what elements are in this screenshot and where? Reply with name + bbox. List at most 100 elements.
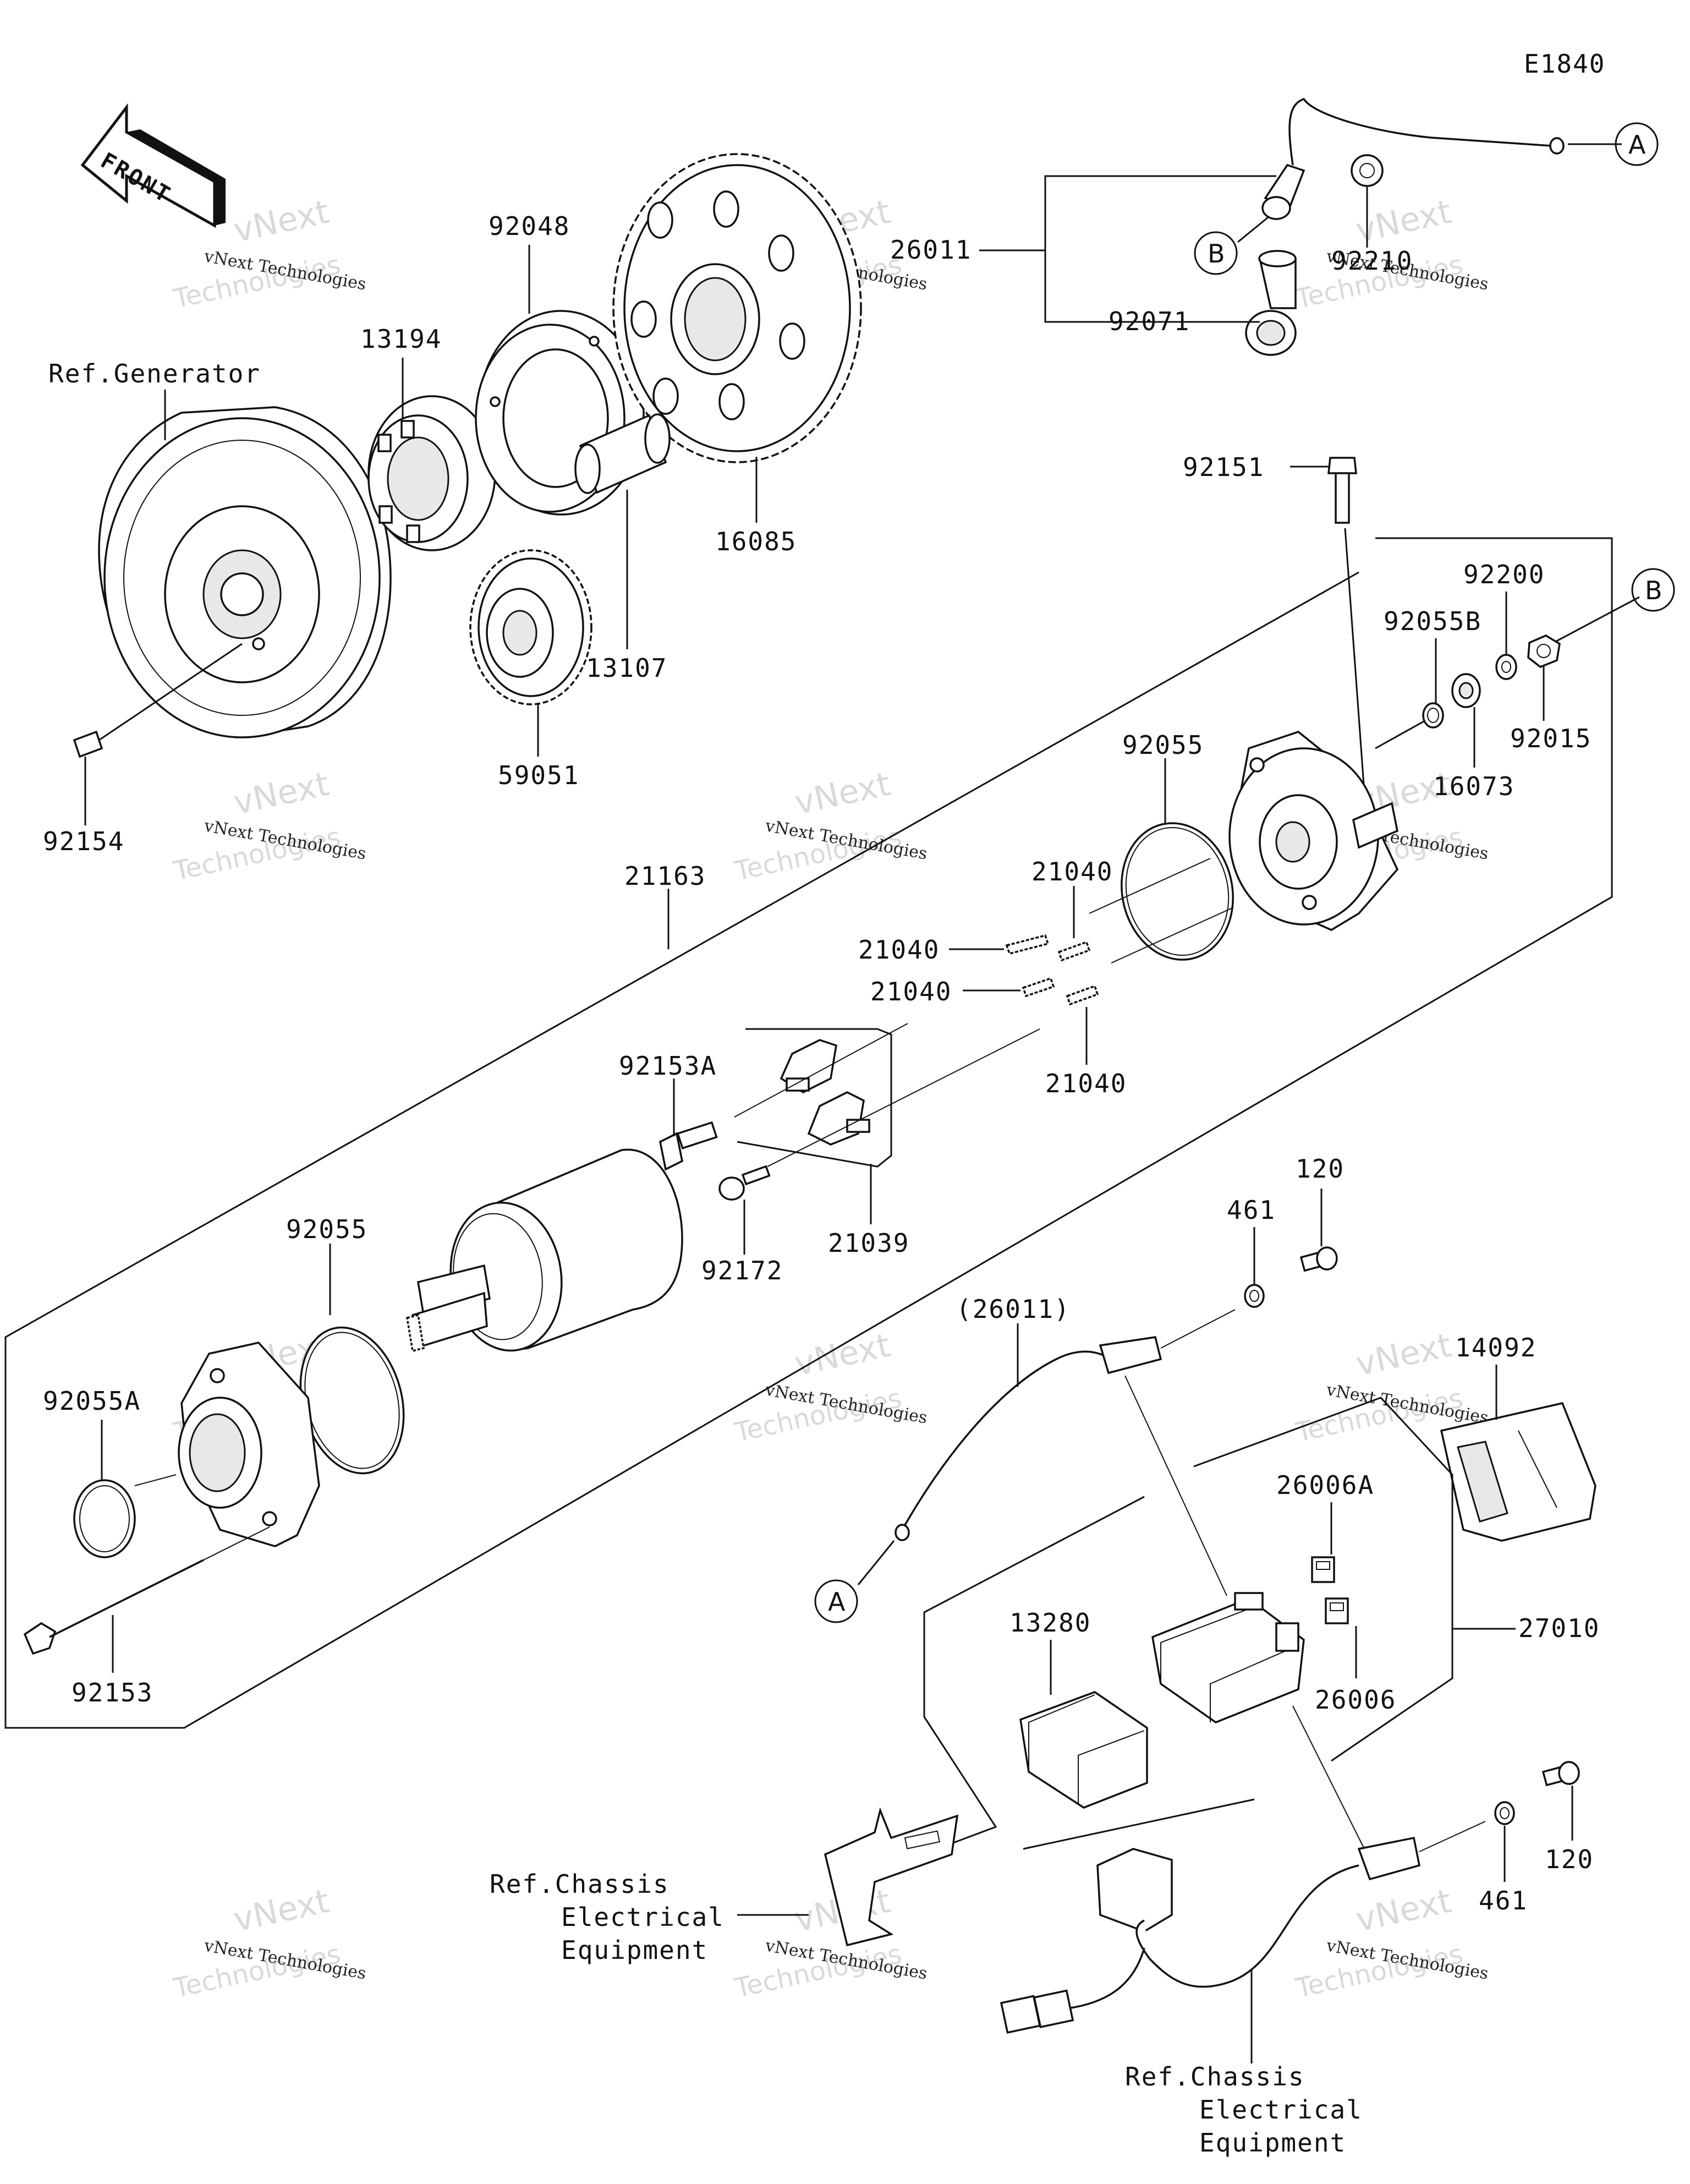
label-461-bottom: 461 [1479,1886,1528,1915]
callout-a-top [1615,122,1659,166]
brush-holder-21039[interactable] [780,1039,870,1146]
svg-text:vNext: vNext [231,1882,333,1940]
front-arrow-icon: FRONT [80,103,226,228]
label-13107: 13107 [586,653,667,683]
washer-461-bottom[interactable] [1494,1801,1515,1825]
screw-120-bottom[interactable] [1541,1761,1580,1787]
diagram-code: E1840 [1524,49,1605,79]
callout-b-top [1194,231,1238,275]
bolt-92153A[interactable] [659,1121,718,1171]
relay-cover-14092[interactable] [1440,1402,1596,1542]
label-21039: 21039 [828,1228,909,1258]
watermark-cm: vNext Technologies vNext Technologies [732,1326,929,1448]
label-26011-paren: (26011) [956,1294,1071,1324]
front-cover[interactable] [178,1342,320,1547]
label-92153: 92153 [72,1678,153,1707]
ref-chassis-2-line3: Equipment [1199,2128,1346,2158]
one-way-clutch-13194[interactable] [367,395,496,551]
relay-assembly-frame [1193,1397,1453,1762]
screw-92172[interactable] [718,1165,771,1201]
label-16073: 16073 [1433,771,1515,801]
callout-b-right [1631,568,1675,612]
armature-yoke[interactable] [406,1148,683,1358]
label-92153A: 92153A [619,1051,717,1081]
callout-b-top-text: B [1208,239,1225,269]
watermark-mm: vNext Technologies vNext Technologies [732,765,929,887]
watermark-ml: vNext Technologies vNext Technologies [171,765,367,887]
label-59051: 59051 [498,760,579,790]
watermark-bm: vNext Technologies vNext Technologies [732,1882,929,2004]
fuse-26006A[interactable] [1311,1556,1335,1583]
label-92071: 92071 [1109,306,1190,336]
nut-92210[interactable] [1351,154,1384,187]
label-26006A: 26006A [1276,1470,1374,1500]
svg-text:vNext: vNext [792,765,894,823]
callout-a-top-text: A [1628,130,1646,160]
svg-text:vNext: vNext [792,1326,894,1384]
label-92172: 92172 [701,1256,783,1285]
starter-gear-16085[interactable] [612,153,862,463]
idler-gear-59051[interactable] [469,549,592,705]
callout-a-bottom-text: A [828,1587,846,1617]
generator-rotor[interactable] [98,406,392,738]
label-26011: 26011 [890,235,972,265]
label-21040-b: 21040 [858,935,940,965]
washer-92200[interactable] [1495,654,1517,680]
insulator-16073[interactable] [1451,673,1481,708]
spring-21040-b[interactable] [1057,940,1091,962]
relay-bracket[interactable] [824,1807,959,1947]
svg-text:vNext: vNext [231,765,333,823]
nut-92015[interactable] [1527,634,1561,668]
label-21163: 21163 [624,861,706,891]
o-ring-92055B[interactable] [1422,702,1444,729]
ref-chassis-1-line2: Electrical [561,1902,725,1932]
relay-box-13280[interactable] [1019,1691,1148,1809]
shaft-13107[interactable] [574,413,671,494]
label-461-top: 461 [1227,1195,1276,1225]
spring-21040-d[interactable] [1066,984,1099,1006]
label-92048: 92048 [489,211,570,241]
relay-harness-cable[interactable] [1000,1836,1421,2034]
callout-a-bottom [814,1579,858,1623]
label-13194: 13194 [360,324,442,354]
label-92055A: 92055A [43,1386,141,1416]
spring-21040-a[interactable] [1005,934,1050,955]
screw-92154[interactable] [73,643,243,758]
washer-461-top[interactable] [1244,1284,1265,1308]
label-92015: 92015 [1510,724,1592,753]
label-92200: 92200 [1463,560,1545,589]
label-92154: 92154 [43,826,124,856]
label-120-top: 120 [1296,1154,1345,1184]
label-27010: 27010 [1518,1613,1600,1643]
svg-text:vNext: vNext [231,193,333,250]
svg-text:vNext: vNext [1353,1882,1455,1940]
o-ring-92055-top[interactable] [1109,813,1245,970]
label-26006: 26006 [1315,1685,1396,1715]
ref-chassis-1-line3: Equipment [561,1935,708,1965]
starter-cable-26011[interactable] [1261,97,1565,220]
starter-cable-26011-paren[interactable] [895,1336,1162,1541]
label-13280: 13280 [1009,1608,1091,1638]
label-92055-bottom: 92055 [286,1214,367,1244]
watermark-br: vNext Technologies vNext Technologies [1293,1882,1490,2004]
label-21040-d: 21040 [1045,1069,1127,1098]
ref-chassis-1-line1: Ref.Chassis [490,1869,670,1899]
label-92055-top: 92055 [1122,730,1204,760]
starter-relay[interactable] [1151,1592,1305,1723]
bolt-92153[interactable] [23,1559,204,1655]
label-92055B: 92055B [1384,606,1482,636]
spring-21040-c[interactable] [1022,977,1055,998]
rear-cover[interactable] [1228,731,1399,931]
bolt-92151[interactable] [1327,457,1357,524]
svg-text:vNext: vNext [1353,1326,1455,1384]
boot-92071[interactable] [1245,250,1297,356]
watermark-bl: vNext Technologies vNext Technologies [171,1882,367,2004]
screw-120-top[interactable] [1299,1246,1338,1272]
fuse-26006[interactable] [1325,1597,1349,1624]
ref-chassis-2-line2: Electrical [1199,2095,1363,2125]
ref-generator-label: Ref.Generator [48,359,261,388]
o-ring-92055A[interactable] [73,1479,136,1558]
label-21040-a: 21040 [1031,857,1113,886]
ref-chassis-2-line1: Ref.Chassis [1125,2062,1305,2092]
